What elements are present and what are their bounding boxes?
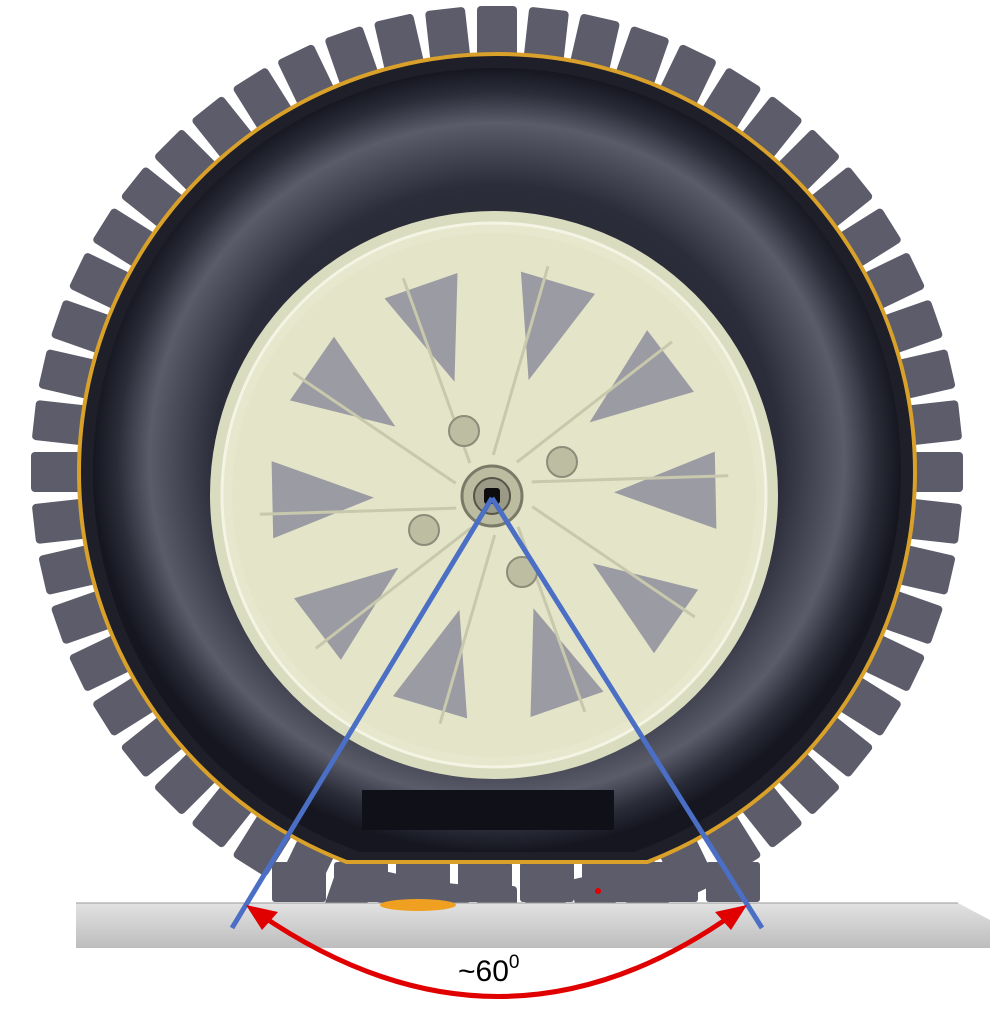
tread-block [458, 862, 512, 902]
tread-block [582, 862, 636, 902]
tread-block [615, 26, 669, 87]
angle-arc-arrow-left [246, 905, 278, 930]
wheel-window [294, 567, 399, 660]
angle-value: ~60 [458, 955, 509, 988]
tread-block [32, 400, 88, 446]
tread-block [425, 7, 471, 63]
tread-block [325, 26, 379, 87]
angle-superscript: 0 [508, 952, 520, 973]
tread-block [520, 862, 574, 902]
angle-arc-arrow-right [715, 905, 747, 930]
tread-block [278, 44, 335, 107]
tread-blocks [31, 6, 963, 903]
tread-block [334, 862, 388, 902]
radius-line-right [489, 496, 765, 930]
lug-nuts [408, 415, 578, 588]
tread-block [882, 300, 943, 354]
tread-block [477, 6, 517, 58]
wheel-spoke [314, 526, 473, 650]
tread-block [32, 498, 88, 544]
wheel-window [589, 330, 694, 423]
wheel-spoke [491, 265, 550, 456]
tread-block [38, 349, 98, 399]
puddle [380, 899, 456, 911]
tread-block [570, 13, 620, 73]
tread-block [911, 452, 963, 492]
wheel-window [271, 461, 374, 539]
tread-block [523, 7, 569, 63]
angle-arc [256, 910, 737, 999]
wheel [210, 211, 778, 779]
wheel-spoke [531, 474, 729, 484]
tread-block [906, 498, 962, 544]
wheel-spoke [292, 371, 457, 485]
wheel-window [592, 563, 699, 654]
wheel-window [289, 336, 396, 427]
ground [76, 902, 990, 948]
wheel-spoke [515, 340, 674, 464]
lug-nut [408, 514, 440, 546]
lug-nut [448, 415, 480, 447]
wheel-spoke [259, 506, 457, 516]
lug-nut [546, 446, 578, 478]
tread-block [31, 452, 83, 492]
bulge-shadow [362, 790, 614, 830]
tread-block [896, 349, 956, 399]
tread-block [906, 400, 962, 446]
red-dot [595, 888, 601, 894]
radius-line-left [229, 496, 495, 930]
tread-block [659, 44, 716, 107]
tread-block [896, 545, 956, 595]
wheel-window [614, 451, 717, 529]
angle-label: ~600 [458, 952, 520, 989]
tread-block [51, 300, 112, 354]
tread-block [374, 13, 424, 73]
tread-block [396, 862, 450, 902]
wheel-spoke [438, 534, 497, 725]
tread-block [272, 862, 326, 902]
tread-block [51, 590, 112, 644]
tread-block [644, 862, 698, 902]
wheel-spoke [531, 505, 696, 619]
tread-block [38, 545, 98, 595]
tread-block [882, 590, 943, 644]
